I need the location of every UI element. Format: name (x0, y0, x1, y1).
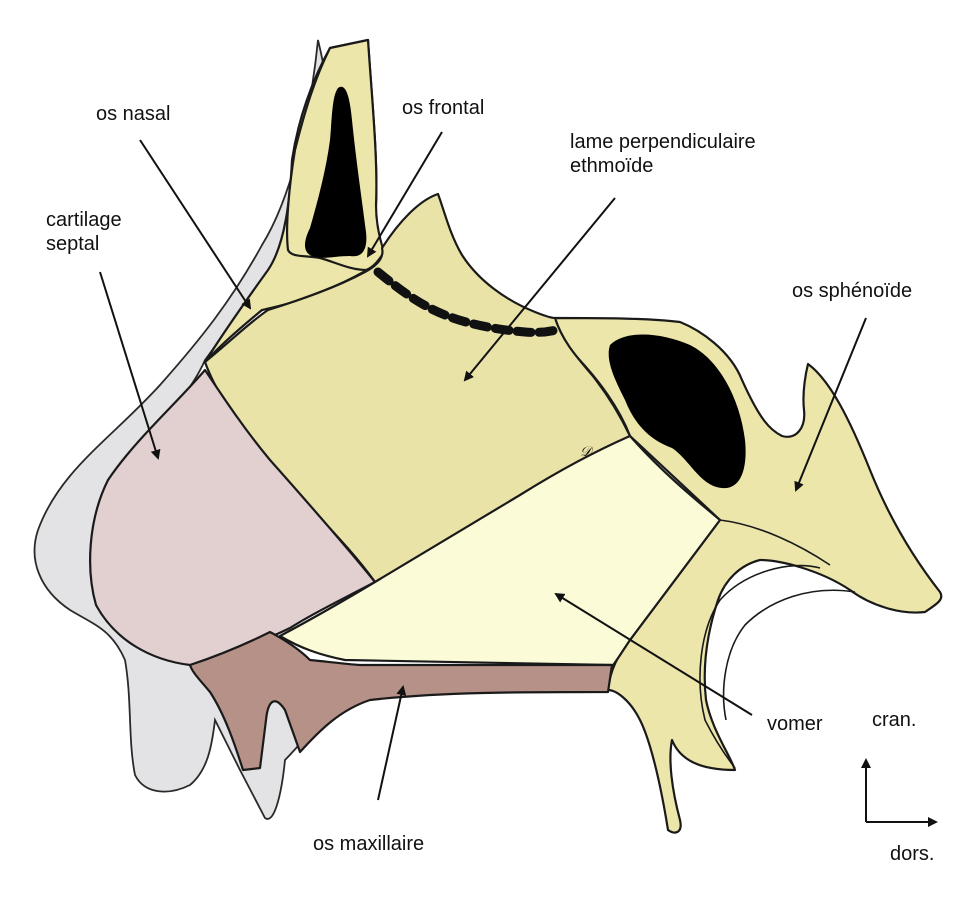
label-cartilage-line1: cartilage (46, 209, 122, 231)
label-orientation-cran: cran. (872, 709, 916, 731)
label-os-sphenoide: os sphénoïde (792, 280, 912, 302)
label-lame-line2: ethmoïde (570, 155, 653, 177)
os-maxillaire-arrow (378, 687, 403, 800)
label-os-maxillaire: os maxillaire (313, 833, 424, 855)
label-orientation-dors: dors. (890, 843, 934, 865)
label-cartilage-line2: septal (46, 233, 99, 255)
sphenoid-curve-line-2 (724, 590, 855, 720)
os-nasal-arrow (140, 140, 250, 308)
label-lame-line1: lame perpendiculaire (570, 131, 756, 153)
label-vomer: vomer (767, 713, 823, 735)
label-os-nasal: os nasal (96, 103, 171, 125)
label-os-frontal: os frontal (402, 97, 484, 119)
